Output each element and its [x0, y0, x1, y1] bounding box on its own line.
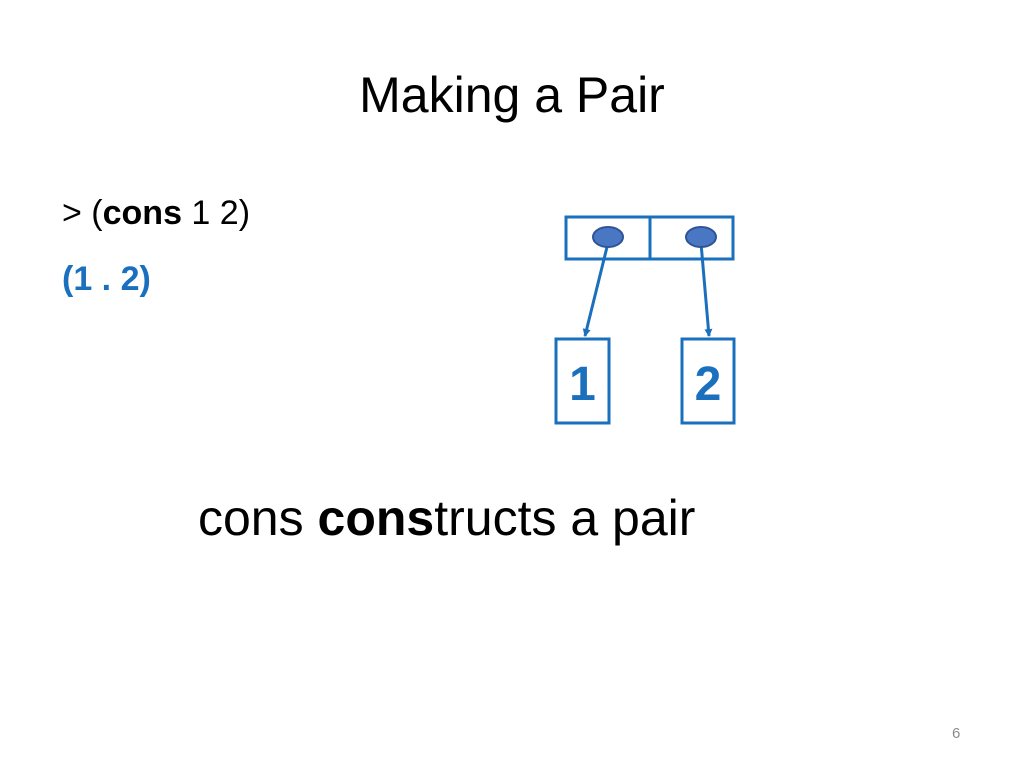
- caption-emphasis: cons: [317, 490, 435, 546]
- cons-keyword: cons: [102, 194, 182, 232]
- repl-result-line: (1 . 2): [62, 260, 151, 298]
- caption-lead: cons: [198, 490, 318, 546]
- cdr-pointer-dot: [685, 226, 717, 248]
- repl-prompt-prefix: > (: [62, 194, 103, 232]
- slide-title: Making a Pair: [359, 67, 665, 123]
- caption-rest: tructs a pair: [434, 490, 696, 546]
- car-value-box: [554, 337, 611, 425]
- cdr-value: 2: [695, 358, 722, 411]
- car-value: 1: [569, 358, 596, 411]
- page-number: 6: [952, 725, 961, 742]
- caption: cons constructs a pair: [198, 488, 695, 548]
- cdr-value-box: [680, 337, 736, 425]
- car-pointer-dot: [592, 226, 624, 248]
- repl-input-line: > (cons 1 2): [62, 193, 250, 233]
- repl-prompt-suffix: 1 2): [181, 194, 251, 232]
- cdr-pointer-arrow: [699, 242, 713, 337]
- car-pointer-arrow: [582, 242, 610, 337]
